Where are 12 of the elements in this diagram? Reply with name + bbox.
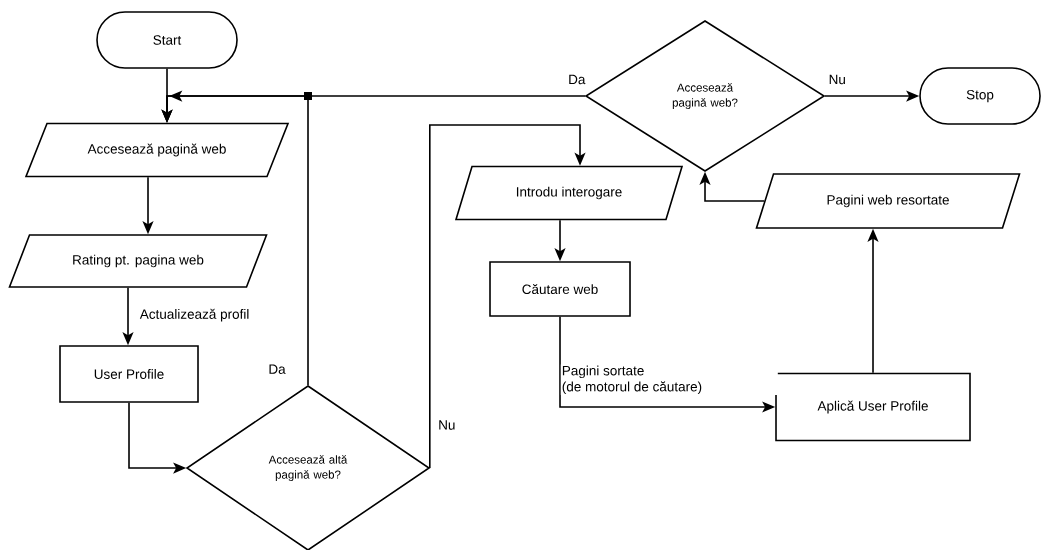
edge-label: Pagini sortate (de motorul de căutare) bbox=[562, 365, 702, 395]
edge-label: Da bbox=[269, 364, 286, 374]
edge-label: Actualizează profil bbox=[139, 308, 249, 322]
edge-label: Nu bbox=[829, 74, 845, 85]
process-box: Căutare web bbox=[489, 261, 631, 317]
data-parallelogram: Rating pt. pagina web bbox=[8, 234, 268, 288]
arrow bbox=[429, 124, 586, 469]
process-box: Aplică User Profile bbox=[775, 372, 971, 442]
process-box: User Profile bbox=[59, 345, 199, 403]
edge-label: Da bbox=[569, 74, 586, 85]
data-parallelogram: Pagini web resortate bbox=[755, 173, 1021, 229]
edge-label: Nu bbox=[439, 420, 455, 430]
